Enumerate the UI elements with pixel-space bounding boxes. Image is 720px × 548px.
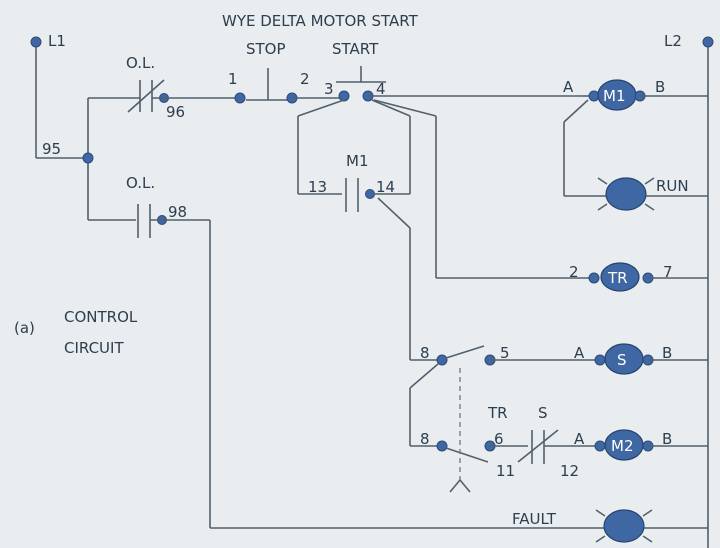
ol-top-label: O.L. bbox=[126, 54, 155, 72]
node-14-label: 14 bbox=[376, 178, 395, 196]
figure-tag: (a) bbox=[14, 319, 35, 337]
ol-95-label: 95 bbox=[42, 140, 61, 158]
start-label: START bbox=[332, 40, 379, 58]
s-coil bbox=[377, 197, 708, 389]
s-coil-label: S bbox=[617, 351, 627, 369]
rung-main bbox=[88, 66, 582, 113]
node-11-label: 11 bbox=[496, 462, 515, 480]
run-lamp-label: RUN bbox=[656, 177, 689, 195]
fault-lamp-label: FAULT bbox=[512, 510, 557, 528]
caption-line-2: CIRCUIT bbox=[64, 339, 124, 357]
l2-label: L2 bbox=[664, 32, 682, 50]
ol-98-label: 98 bbox=[168, 203, 187, 221]
node-2-label: 2 bbox=[300, 70, 310, 88]
stop-label: STOP bbox=[246, 40, 286, 58]
m1-coil-terminal-b: B bbox=[655, 78, 665, 96]
node-8a-label: 8 bbox=[420, 344, 430, 362]
node-8b-label: 8 bbox=[420, 430, 430, 448]
tr-contact-label: TR bbox=[487, 404, 508, 422]
s-contact-label: S bbox=[538, 404, 548, 422]
node-5-label: 5 bbox=[500, 344, 510, 362]
diagram-title: WYE DELTA MOTOR START bbox=[222, 12, 419, 30]
ol-96-label: 96 bbox=[166, 103, 185, 121]
m1-seal-contact bbox=[297, 99, 411, 212]
node-6-label: 6 bbox=[494, 430, 504, 448]
l1-label: L1 bbox=[48, 32, 66, 50]
m2-coil-label: M2 bbox=[611, 437, 634, 455]
m1-coil bbox=[563, 79, 708, 197]
s-coil-terminal-b: B bbox=[662, 344, 672, 362]
m2-coil bbox=[409, 388, 708, 464]
node-3-label: 3 bbox=[324, 80, 334, 98]
fault-rung bbox=[88, 204, 708, 543]
m2-coil-terminal-a: A bbox=[574, 430, 585, 448]
m1-contact-label: M1 bbox=[346, 152, 369, 170]
l2-rail bbox=[702, 36, 714, 548]
node-12-label: 12 bbox=[560, 462, 579, 480]
ol-bottom-label: O.L. bbox=[126, 174, 155, 192]
tr-coil bbox=[373, 99, 708, 292]
tr-coil-terminal-2: 2 bbox=[569, 263, 579, 281]
timer-mechanical-link bbox=[449, 368, 471, 493]
s-coil-terminal-a: A bbox=[574, 344, 585, 362]
caption-line-1: CONTROL bbox=[64, 308, 138, 326]
m1-coil-label: M1 bbox=[603, 87, 626, 105]
node-4-label: 4 bbox=[376, 80, 386, 98]
tr-coil-terminal-7: 7 bbox=[663, 263, 673, 281]
tr-coil-label: TR bbox=[607, 269, 628, 287]
l1-rail bbox=[30, 36, 94, 220]
node-1-label: 1 bbox=[228, 70, 238, 88]
m1-coil-terminal-a: A bbox=[563, 78, 574, 96]
m2-coil-terminal-b: B bbox=[662, 430, 672, 448]
run-lamp bbox=[597, 177, 708, 211]
node-13-label: 13 bbox=[308, 178, 327, 196]
